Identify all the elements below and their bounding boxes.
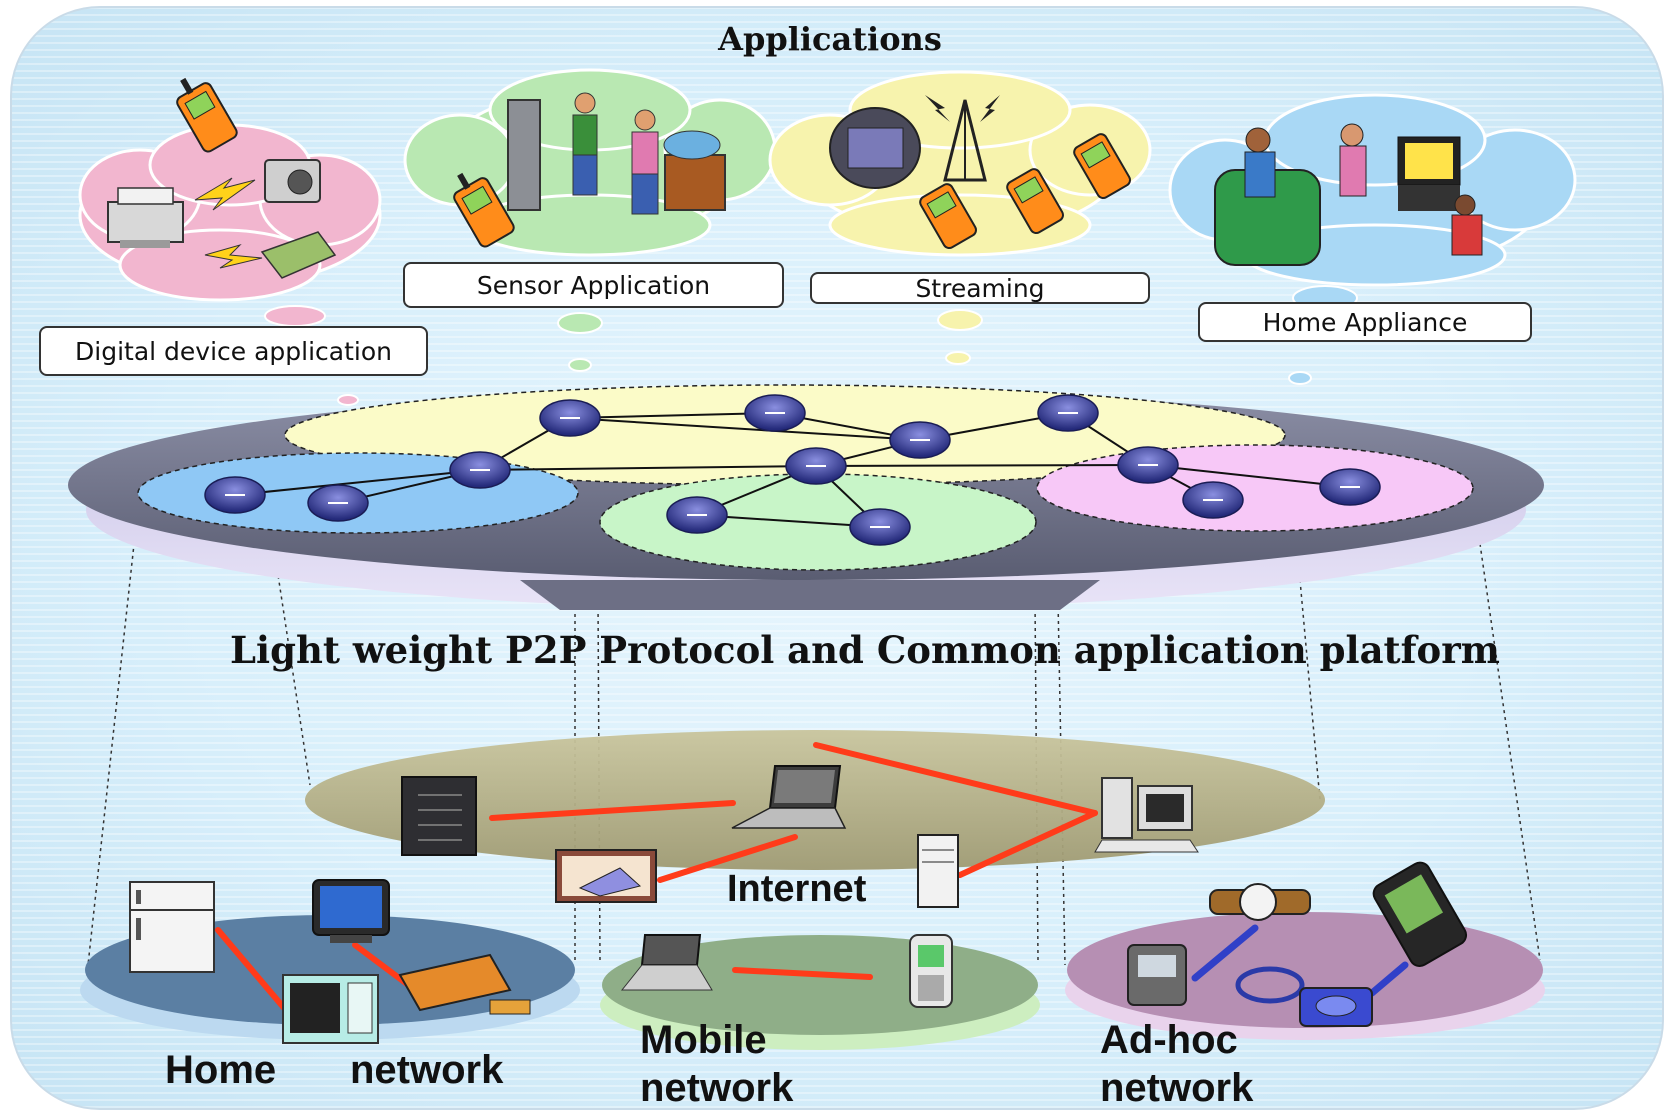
digital-devices-icon (107, 77, 337, 279)
refrigerator-icon (129, 881, 215, 973)
mobile-network-label-2: network (640, 1066, 794, 1110)
router-icon (398, 953, 531, 1015)
sensor-pad-icon (1299, 987, 1373, 1027)
app-label-sensor: Sensor Application (403, 262, 784, 308)
laptop-icon (731, 765, 847, 829)
pda-icon (1372, 861, 1468, 968)
cloud-sensor-app (403, 68, 777, 257)
platform-label: Light weight P2P Protocol and Common app… (230, 628, 1500, 672)
handheld-icon (1127, 944, 1187, 1006)
pda-screen-icon (555, 849, 657, 903)
adhoc-network-label-2: network (1100, 1066, 1254, 1110)
server-icon (401, 776, 477, 856)
cloud-digital-device (78, 77, 382, 302)
adhoc-links (1191, 924, 1409, 997)
adhoc-network-label-1: Ad-hoc (1100, 1018, 1238, 1062)
app-label-home-appliance: Home Appliance (1198, 302, 1532, 342)
streaming-tower-icon (829, 95, 1131, 250)
p2p-platform (68, 384, 1544, 610)
app-label-digital-device: Digital device application (39, 326, 428, 376)
applications-title: Applications (718, 20, 942, 58)
microwave-icon (282, 974, 379, 1044)
sensor-shopping-icon (453, 92, 726, 248)
mobile-laptop-icon (620, 934, 713, 991)
tv-icon (312, 879, 390, 943)
desktop-pc-icon (1094, 777, 1199, 853)
thought-bubbles (264, 285, 1358, 406)
home-network-label-1: Home (165, 1048, 277, 1092)
app-label-streaming: Streaming (810, 272, 1150, 304)
internet-label: Internet (727, 868, 867, 910)
stethoscope-icon (1235, 966, 1305, 1004)
watch-icon (1209, 883, 1311, 921)
mobile-network-label-1: Mobile (640, 1018, 767, 1062)
cloud-home-appliance (1168, 93, 1577, 287)
family-tv-icon (1214, 123, 1483, 266)
tower-computer-icon (917, 834, 959, 908)
home-network-label-2: network (350, 1048, 504, 1092)
cloud-streaming (768, 70, 1152, 257)
cell-phone-icon (909, 934, 953, 1008)
